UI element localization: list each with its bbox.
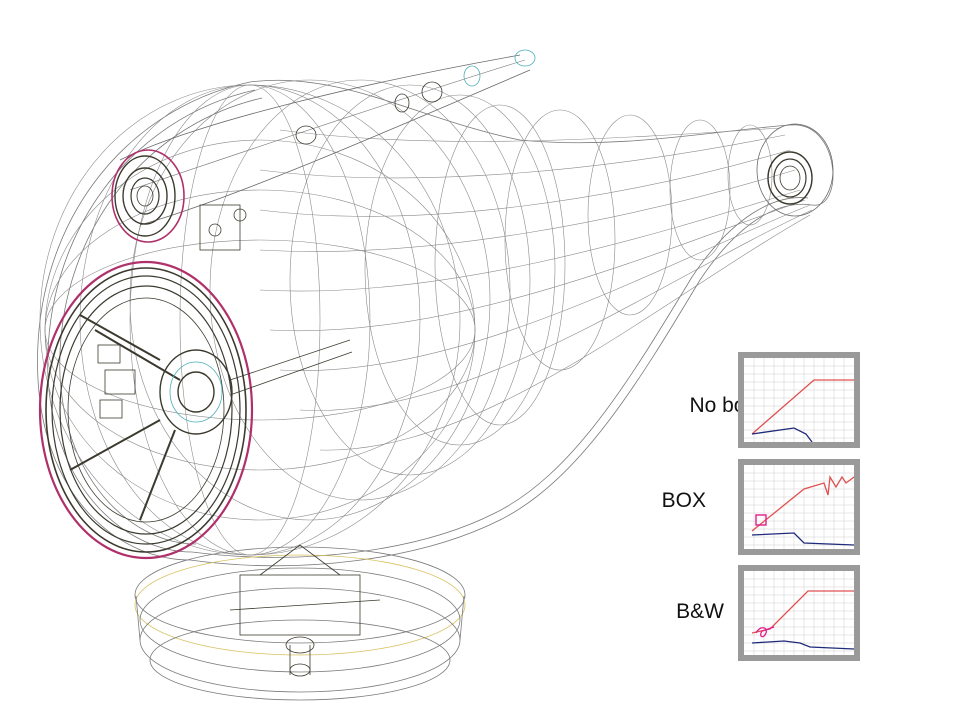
response-curve-blue — [751, 640, 854, 650]
label-bw: B&W — [676, 600, 724, 623]
response-curve-blue — [751, 427, 813, 442]
tweeter-pod — [111, 49, 536, 251]
rear-port — [756, 123, 834, 217]
resonance-loop — [755, 626, 775, 638]
horn-loft-lines — [259, 104, 813, 451]
response-plot-no-box — [738, 352, 860, 448]
plot-grid — [744, 358, 854, 442]
sphere-guide-curves — [39, 79, 556, 556]
label-box: BOX — [661, 489, 706, 512]
resonance-marker — [755, 514, 767, 526]
response-curve-red — [751, 379, 854, 435]
response-curve-red — [751, 590, 854, 634]
response-curve-blue — [751, 532, 854, 546]
response-plot-no-box-canvas — [744, 358, 854, 442]
enclosure-outline — [37, 79, 834, 567]
response-plot-bw-canvas — [744, 571, 854, 655]
response-plot-bw — [738, 565, 860, 661]
plot-grid — [744, 465, 854, 549]
speaker-base — [134, 544, 466, 701]
response-curve-red — [751, 475, 854, 532]
response-plot-box-canvas — [744, 465, 854, 549]
response-plot-box — [738, 459, 860, 555]
woofer-driver — [38, 260, 353, 560]
